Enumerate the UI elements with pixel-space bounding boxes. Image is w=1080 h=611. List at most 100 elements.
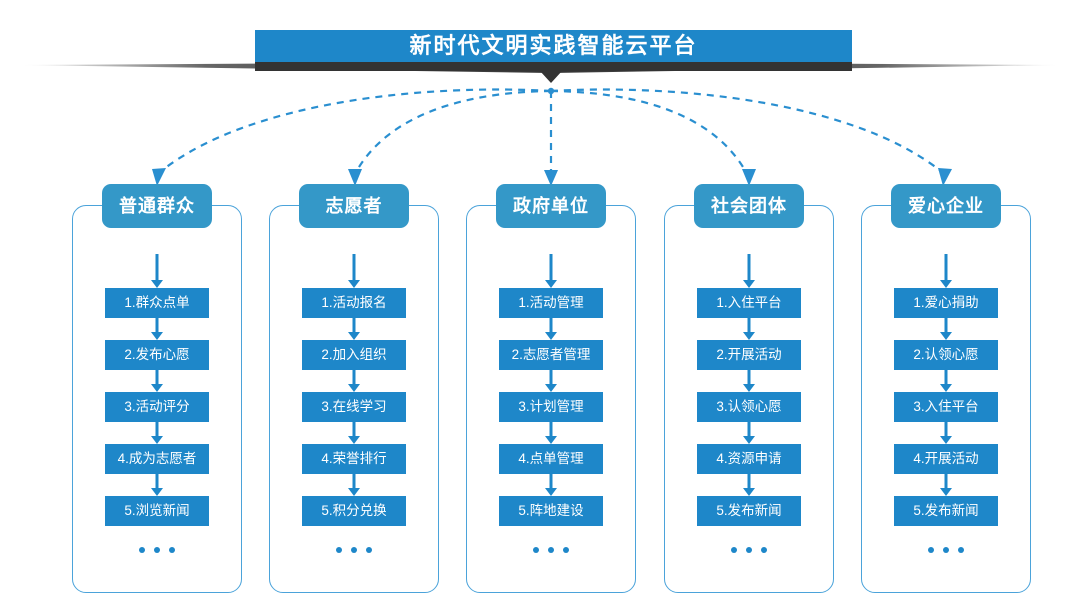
more-ellipsis-icon[interactable] [731, 547, 767, 553]
flow-arrow-icon [940, 474, 952, 496]
step-label: 3.活动评分 [124, 399, 190, 415]
flow-arrow-icon [743, 254, 755, 288]
step-item[interactable]: 4.成为志愿者 [105, 444, 209, 474]
step-item[interactable]: 3.认领心愿 [697, 392, 801, 422]
more-ellipsis-icon[interactable] [336, 547, 372, 553]
step-label: 1.爱心捐助 [913, 295, 979, 311]
step-label: 2.认领心愿 [913, 347, 979, 363]
step-label: 4.资源申请 [716, 451, 782, 467]
step-item[interactable]: 4.开展活动 [894, 444, 998, 474]
flow-arrow-icon [545, 474, 557, 496]
role-steps-4: 1.入住平台 2.开展活动 3.认领心愿 4.资源申请 5.发布新闻 [665, 254, 833, 553]
step-label: 4.成为志愿者 [117, 451, 197, 467]
step-label: 2.加入组织 [321, 347, 387, 363]
step-label: 3.计划管理 [518, 399, 584, 415]
step-label: 1.群众点单 [124, 295, 190, 311]
step-label: 2.开展活动 [716, 347, 782, 363]
step-item[interactable]: 5.发布新闻 [697, 496, 801, 526]
role-column-社会团体[interactable]: 社会团体 1.入住平台 2.开展活动 3.认领心愿 4.资源申请 5.发布新闻 [664, 184, 834, 593]
role-column-普通群众[interactable]: 普通群众 1.群众点单 2.发布心愿 3.活动评分 4.成为志愿者 5.浏览新闻 [72, 184, 242, 593]
role-header-3[interactable]: 政府单位 [496, 184, 606, 228]
step-item[interactable]: 2.开展活动 [697, 340, 801, 370]
flow-arrow-icon [743, 474, 755, 496]
flow-arrow-icon [151, 254, 163, 288]
step-item[interactable]: 4.荣誉排行 [302, 444, 406, 474]
step-item[interactable]: 3.入住平台 [894, 392, 998, 422]
step-item[interactable]: 5.阵地建设 [499, 496, 603, 526]
step-label: 5.发布新闻 [716, 503, 782, 519]
flow-arrow-icon [940, 422, 952, 444]
role-header-label-4: 社会团体 [711, 196, 787, 216]
step-item[interactable]: 4.点单管理 [499, 444, 603, 474]
flow-arrow-icon [743, 370, 755, 392]
more-ellipsis-icon[interactable] [533, 547, 569, 553]
flow-arrow-icon [545, 370, 557, 392]
flow-arrow-icon [545, 422, 557, 444]
flow-arrow-icon [348, 254, 360, 288]
step-item[interactable]: 1.爱心捐助 [894, 288, 998, 318]
step-label: 5.阵地建设 [518, 503, 584, 519]
flow-arrow-icon [545, 318, 557, 340]
step-item[interactable]: 2.认领心愿 [894, 340, 998, 370]
flow-arrow-icon [151, 318, 163, 340]
role-column-志愿者[interactable]: 志愿者 1.活动报名 2.加入组织 3.在线学习 4.荣誉排行 5.积分兑换 [269, 184, 439, 593]
flow-arrow-icon [151, 474, 163, 496]
role-column-爱心企业[interactable]: 爱心企业 1.爱心捐助 2.认领心愿 3.入住平台 4.开展活动 5.发布新闻 [861, 184, 1031, 593]
step-label: 5.浏览新闻 [124, 503, 190, 519]
more-ellipsis-icon[interactable] [928, 547, 964, 553]
flow-arrow-icon [348, 474, 360, 496]
role-header-label-3: 政府单位 [513, 196, 589, 216]
role-header-1[interactable]: 普通群众 [102, 184, 212, 228]
role-column-政府单位[interactable]: 政府单位 1.活动管理 2.志愿者管理 3.计划管理 4.点单管理 5.阵地建设 [466, 184, 636, 593]
step-label: 4.点单管理 [518, 451, 584, 467]
step-item[interactable]: 5.积分兑换 [302, 496, 406, 526]
flow-arrow-icon [348, 422, 360, 444]
role-header-label-5: 爱心企业 [908, 196, 984, 216]
flow-arrow-icon [545, 254, 557, 288]
step-label: 3.在线学习 [321, 399, 387, 415]
role-steps-2: 1.活动报名 2.加入组织 3.在线学习 4.荣誉排行 5.积分兑换 [270, 254, 438, 553]
role-header-4[interactable]: 社会团体 [694, 184, 804, 228]
platform-title-banner: 新时代文明实践智能云平台 [255, 30, 852, 62]
role-steps-5: 1.爱心捐助 2.认领心愿 3.入住平台 4.开展活动 5.发布新闻 [862, 254, 1030, 553]
flow-arrow-icon [348, 318, 360, 340]
step-label: 1.活动报名 [321, 295, 387, 311]
flow-arrow-icon [940, 318, 952, 340]
step-item[interactable]: 5.发布新闻 [894, 496, 998, 526]
step-item[interactable]: 2.发布心愿 [105, 340, 209, 370]
flow-arrow-icon [151, 370, 163, 392]
step-item[interactable]: 3.计划管理 [499, 392, 603, 422]
role-header-5[interactable]: 爱心企业 [891, 184, 1001, 228]
step-item[interactable]: 1.入住平台 [697, 288, 801, 318]
flow-arrow-icon [151, 422, 163, 444]
step-item[interactable]: 2.志愿者管理 [499, 340, 603, 370]
role-header-label-2: 志愿者 [325, 196, 383, 216]
role-steps-3: 1.活动管理 2.志愿者管理 3.计划管理 4.点单管理 5.阵地建设 [467, 254, 635, 553]
step-item[interactable]: 2.加入组织 [302, 340, 406, 370]
step-label: 5.发布新闻 [913, 503, 979, 519]
step-item[interactable]: 3.活动评分 [105, 392, 209, 422]
step-label: 4.开展活动 [913, 451, 979, 467]
step-item[interactable]: 4.资源申请 [697, 444, 801, 474]
flow-arrow-icon [940, 254, 952, 288]
role-header-2[interactable]: 志愿者 [299, 184, 409, 228]
step-item[interactable]: 3.在线学习 [302, 392, 406, 422]
step-label: 4.荣誉排行 [321, 451, 387, 467]
step-item[interactable]: 1.活动管理 [499, 288, 603, 318]
step-item[interactable]: 5.浏览新闻 [105, 496, 209, 526]
role-header-label-1: 普通群众 [119, 196, 195, 216]
step-label: 1.活动管理 [518, 295, 584, 311]
page-title: 新时代文明实践智能云平台 [409, 33, 698, 58]
flow-arrow-icon [940, 370, 952, 392]
step-label: 1.入住平台 [716, 295, 782, 311]
step-label: 3.入住平台 [913, 399, 979, 415]
flow-arrow-icon [743, 422, 755, 444]
step-item[interactable]: 1.群众点单 [105, 288, 209, 318]
more-ellipsis-icon[interactable] [139, 547, 175, 553]
role-steps-1: 1.群众点单 2.发布心愿 3.活动评分 4.成为志愿者 5.浏览新闻 [73, 254, 241, 553]
flow-arrow-icon [348, 370, 360, 392]
step-label: 3.认领心愿 [716, 399, 782, 415]
step-item[interactable]: 1.活动报名 [302, 288, 406, 318]
